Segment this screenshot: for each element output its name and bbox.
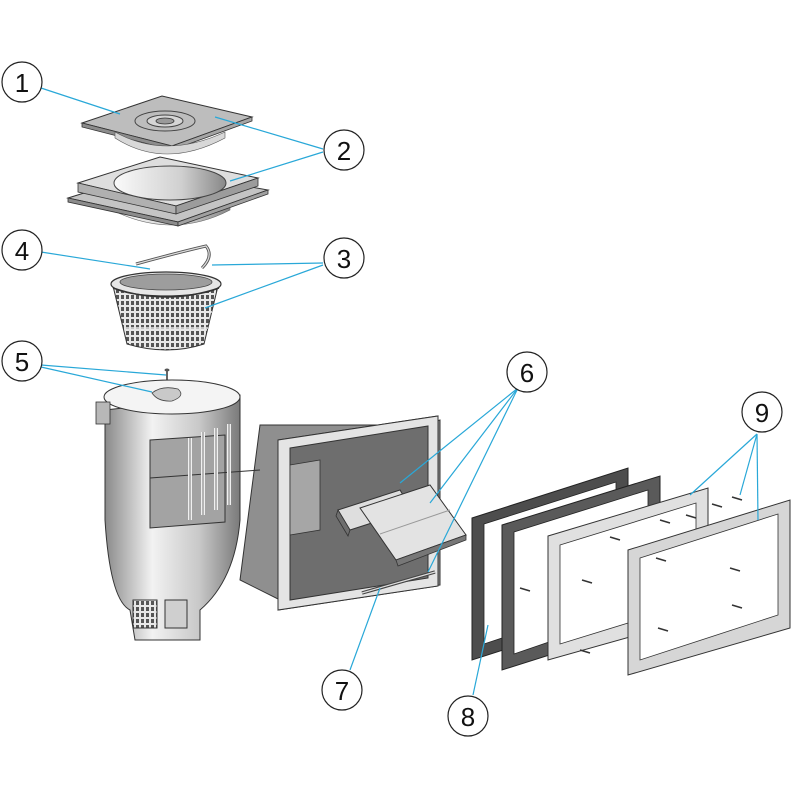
- callout-label: 3: [337, 244, 351, 274]
- leader-lines: [40, 87, 759, 696]
- callout-label: 9: [755, 398, 769, 428]
- callout-9: 9: [741, 391, 783, 433]
- part-lid: [80, 95, 254, 155]
- callout-label: 2: [337, 136, 351, 166]
- callout-7: 7: [321, 669, 363, 711]
- callout-label: 4: [15, 236, 29, 266]
- part-screws: [519, 496, 743, 654]
- callout-4: 4: [1, 229, 43, 271]
- part-faceplate-frame: [547, 487, 791, 676]
- callout-2: 2: [323, 129, 365, 171]
- callout-label: 6: [520, 358, 534, 388]
- callout-label: 7: [335, 676, 349, 706]
- part-screw: [164, 368, 170, 380]
- callout-label: 5: [15, 347, 29, 377]
- callout-3: 3: [323, 237, 365, 279]
- part-weir-pin: [361, 570, 436, 595]
- part-collar: [66, 156, 270, 227]
- callout-5: 5: [1, 340, 43, 382]
- callout-6: 6: [506, 351, 548, 393]
- part-weir-flaps: [335, 484, 467, 567]
- part-basket: [110, 271, 222, 351]
- callout-1: 1: [1, 61, 43, 103]
- part-basket-handle: [135, 244, 211, 270]
- callout-label: 8: [461, 702, 475, 732]
- callout-8: 8: [447, 695, 489, 737]
- callout-label: 1: [15, 68, 29, 98]
